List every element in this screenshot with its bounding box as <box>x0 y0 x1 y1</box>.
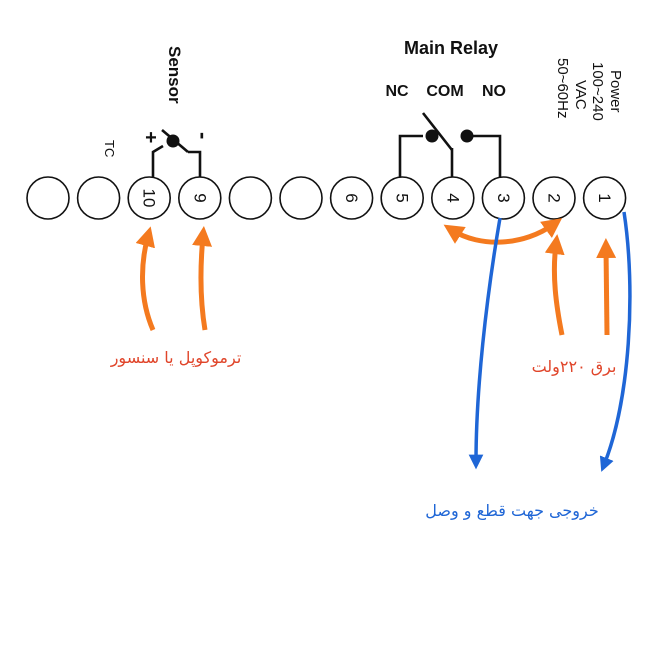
power-line-4: 50~60Hz <box>554 58 571 118</box>
arrow-output-3 <box>468 217 502 470</box>
terminal-label: 10 <box>140 189 159 208</box>
relay-com-label: COM <box>426 83 463 100</box>
relay-contacts <box>398 112 502 186</box>
terminal-label: 2 <box>545 193 564 202</box>
power-line-1: Power <box>607 70 624 113</box>
relay-no-label: NO <box>482 83 506 100</box>
terminal-label: 6 <box>342 193 361 202</box>
relay-nc-label: NC <box>385 83 409 100</box>
terminal-label: 9 <box>190 193 209 202</box>
power-line-3: VAC <box>572 80 589 110</box>
main-relay-title: Main Relay <box>404 38 498 58</box>
terminal-6 <box>279 176 323 220</box>
arrow-power-2 <box>544 234 565 336</box>
terminal-label: 5 <box>393 193 412 202</box>
sensor-plus: + <box>145 127 157 149</box>
relay-no-contact <box>460 129 474 143</box>
power-annotation: برق ۲۲۰ولت <box>532 357 617 377</box>
arrow-relay-bridge <box>443 218 563 245</box>
terminal-7 <box>329 176 374 220</box>
terminal-label: 3 <box>494 193 513 202</box>
arrow-sensor-plus <box>135 226 156 331</box>
sensor-minus: - <box>191 132 216 139</box>
power-line-2: 100~240 <box>589 62 606 121</box>
output-annotation: خروجی جهت قطع و وصل <box>425 501 598 521</box>
terminal-12 <box>582 176 627 220</box>
relay-com-pivot <box>425 129 439 143</box>
sensor-label: Sensor <box>165 46 184 104</box>
terminal-label: 4 <box>443 193 462 202</box>
terminal-5 <box>228 176 273 220</box>
terminal-8 <box>380 176 425 220</box>
terminal-label: 1 <box>595 193 614 202</box>
terminal-3 <box>127 176 171 220</box>
terminal-4 <box>178 176 222 220</box>
arrow-sensor-minus <box>192 226 213 331</box>
arrow-power-1 <box>596 238 617 336</box>
tc-label: TC <box>102 140 117 157</box>
thermocouple-annotation: ترموکوپل یا سنسور <box>110 348 242 368</box>
terminal-block: 10 9 6 5 4 3 2 1 <box>26 176 627 220</box>
sensor-switch-pivot <box>166 134 180 148</box>
terminal-1 <box>26 176 70 220</box>
arrow-output-1 <box>599 211 632 472</box>
terminal-2 <box>76 176 121 220</box>
